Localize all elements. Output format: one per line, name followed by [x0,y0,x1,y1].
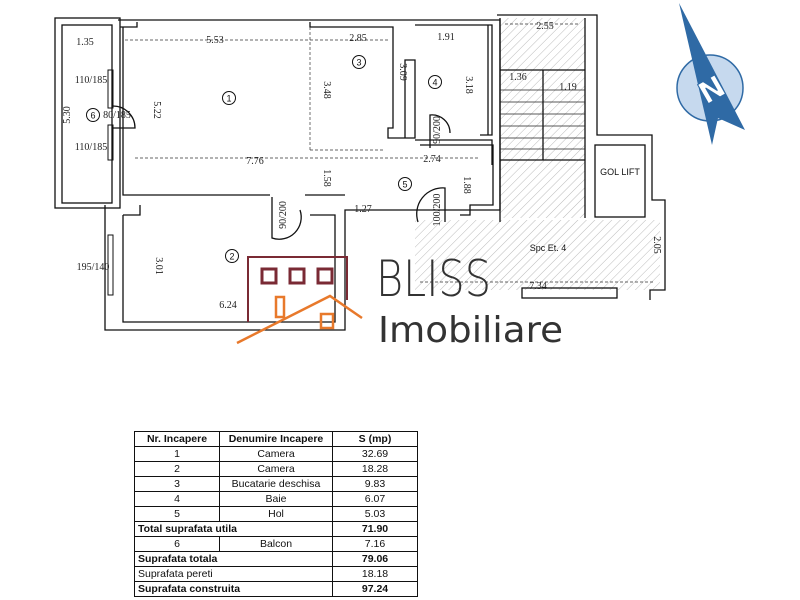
cell-label: Suprafata totala [134,551,333,567]
dim-label: 5.30 [62,106,73,124]
opening-label: 90/200 [432,116,443,144]
cell-nr: 3 [134,476,220,492]
cell-area: 18.28 [332,461,418,477]
cell-nr: 4 [134,491,220,507]
dim-label: 7.76 [246,156,264,167]
dim-label: 3.01 [153,257,164,275]
opening-label: 195/140 [77,262,110,273]
cell-nr: 5 [134,506,220,522]
opening-label: 90/200 [278,201,289,229]
cell-area: 79.06 [332,551,418,567]
walls [54,14,666,331]
dim-label: 2.55 [536,21,554,32]
room-number: 3 [356,58,361,68]
cell-name: Balcon [219,536,333,552]
cell-name: Camera [219,461,333,477]
dim-label: 1.19 [559,82,577,93]
stair-label: Spc Et. 4 [530,243,567,253]
dim-label: 1.27 [354,204,372,215]
dim-label: 3.48 [321,81,332,99]
room-number: 5 [402,180,407,190]
room-number: 2 [229,252,234,262]
opening-labels: 110/185 80/185 110/185 195/140 90/200 90… [75,75,443,273]
cell-area: 6.07 [332,491,418,507]
dim-label: 1.36 [509,72,527,83]
header-area: S (mp) [332,431,418,447]
cell-name: Baie [219,491,333,507]
dim-label: 1.88 [461,176,472,194]
room-number: 1 [226,94,231,104]
dim-label: 3.09 [397,63,408,81]
cell-area: 71.90 [332,521,418,537]
cell-area: 32.69 [332,446,418,462]
opening-label: 100/200 [432,194,443,227]
landing-hatch [415,220,660,290]
cell-label: Total suprafata utila [134,521,333,537]
lift-label: GOL LIFT [600,167,640,177]
cell-label: Suprafata pereti [134,566,333,582]
logo-line2: Imobiliare [378,310,563,351]
logo-line1: BLISS [376,250,491,308]
room-markers: 1 2 3 4 5 6 [86,55,442,263]
bliss-logo: BLISS Imobiliare [236,250,563,351]
dim-label: 2.05 [651,236,662,254]
room-number: 6 [90,111,95,121]
cell-name: Camera [219,446,333,462]
room-number: 4 [432,78,437,88]
cell-area: 18.18 [332,566,418,582]
dim-label: 1.91 [437,32,455,43]
opening-label: 110/185 [75,75,107,86]
dim-label: 5.53 [206,35,224,46]
opening-label: 80/185 [103,110,131,121]
cell-area: 97.24 [332,581,418,597]
opening-label: 110/185 [75,142,107,153]
cell-area: 9.83 [332,476,418,492]
cell-name: Bucatarie deschisa [219,476,333,492]
dim-label: 7.34 [529,281,547,292]
header-name: Denumire Incapere [219,431,333,447]
dim-label: 6.24 [219,300,237,311]
cell-nr: 6 [134,536,220,552]
dimension-labels: 1.35 5.53 2.85 1.91 2.55 1.36 1.19 3.48 … [62,21,662,311]
cell-label: Suprafata construita [134,581,333,597]
cell-nr: 2 [134,461,220,477]
dim-label: 2.74 [423,154,441,165]
dim-label: 1.35 [76,37,94,48]
compass-icon: N [676,3,745,145]
dim-label: 5.22 [151,101,162,119]
cell-area: 7.16 [332,536,418,552]
dim-label: 1.58 [321,169,332,187]
cell-nr: 1 [134,446,220,462]
dim-label: 2.85 [349,33,367,44]
header-nr: Nr. Incapere [134,431,220,447]
dim-label: 3.18 [463,76,474,94]
table-header: Nr. Incapere Denumire Incapere S (mp) [134,431,418,447]
cell-name: Hol [219,506,333,522]
cell-area: 5.03 [332,506,418,522]
